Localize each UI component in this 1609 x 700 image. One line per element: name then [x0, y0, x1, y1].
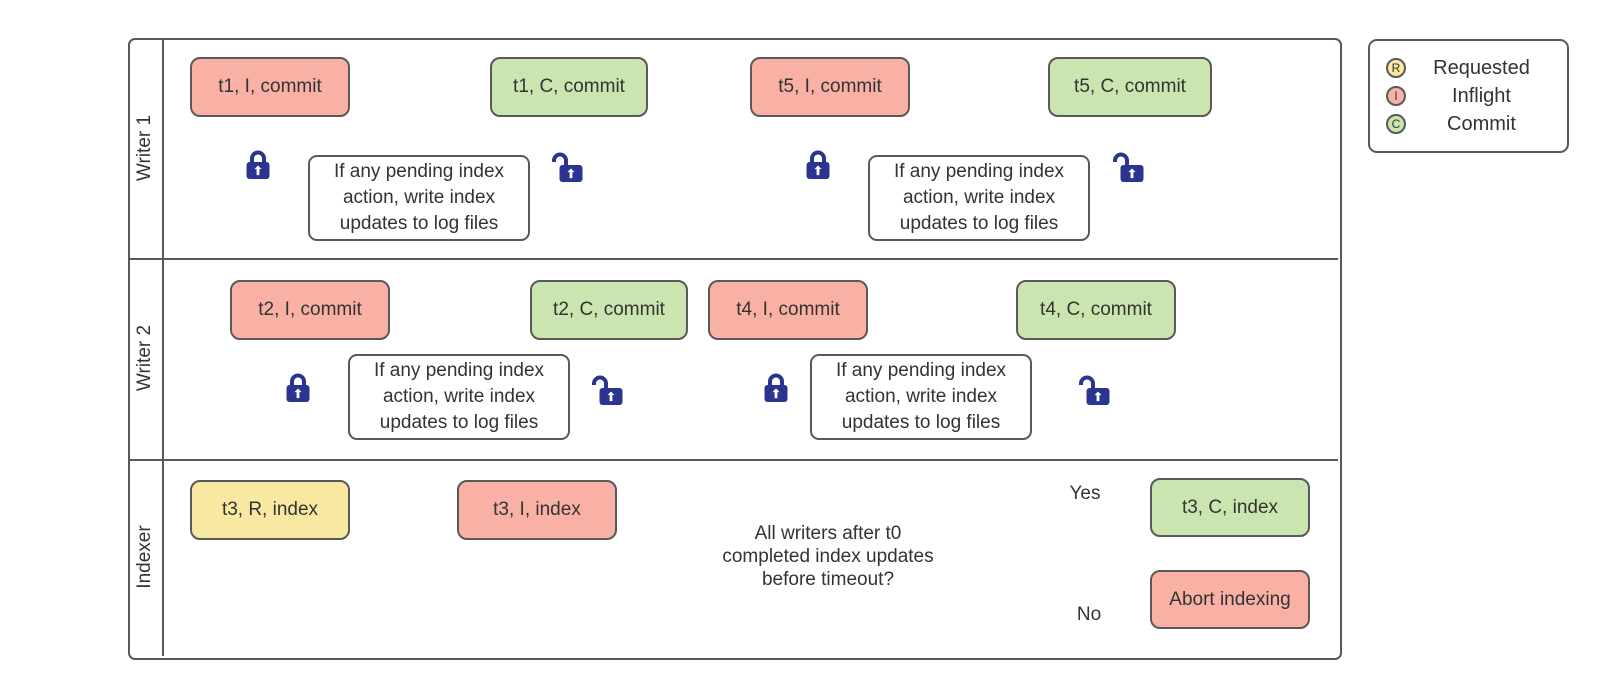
legend-label: Inflight — [1452, 84, 1511, 107]
swimlane-pool — [128, 38, 1342, 660]
decision-no-label: No — [1076, 604, 1102, 625]
legend-label: Requested — [1433, 56, 1530, 79]
legend-label: Commit — [1447, 112, 1516, 135]
lock-open-icon — [1108, 151, 1144, 189]
legend: R Requested I Inflight C Commit — [1368, 39, 1569, 153]
node-t3-requested: t3, R, index — [190, 480, 350, 540]
node-t1-commit: t1, C, commit — [490, 57, 648, 117]
decision-question: All writers after t0 completed index upd… — [722, 523, 934, 590]
process-note-writer1-b: If any pending index action, write index… — [868, 155, 1090, 241]
lane-separator-1 — [128, 258, 1338, 260]
legend-row-inflight: I Inflight — [1386, 84, 1557, 109]
commit-state-icon: C — [1386, 114, 1406, 134]
lane-header-divider — [162, 38, 164, 656]
lane-label-writer1: Writer 1 — [134, 114, 155, 182]
lock-closed-icon — [245, 148, 271, 186]
process-note-writer1-a: If any pending index action, write index… — [308, 155, 530, 241]
node-t4-inflight: t4, I, commit — [708, 280, 868, 340]
inflight-state-icon: I — [1386, 86, 1406, 106]
node-t5-inflight: t5, I, commit — [750, 57, 910, 117]
node-t4-commit: t4, C, commit — [1016, 280, 1176, 340]
node-t1-inflight: t1, I, commit — [190, 57, 350, 117]
node-t5-commit: t5, C, commit — [1048, 57, 1212, 117]
process-note-writer2-a: If any pending index action, write index… — [348, 354, 570, 440]
lock-closed-icon — [805, 148, 831, 186]
lane-label-indexer: Indexer — [134, 525, 155, 589]
node-abort-indexing: Abort indexing — [1150, 570, 1310, 629]
lock-open-icon — [547, 151, 583, 189]
requested-state-icon: R — [1386, 58, 1406, 78]
lock-closed-icon — [285, 371, 311, 409]
node-t3-commit: t3, C, index — [1150, 478, 1310, 537]
process-note-writer2-b: If any pending index action, write index… — [810, 354, 1032, 440]
lock-closed-icon — [763, 371, 789, 409]
node-t2-commit: t2, C, commit — [530, 280, 688, 340]
lock-open-icon — [1074, 374, 1110, 412]
lane-separator-2 — [128, 459, 1338, 461]
decision-yes-label: Yes — [1069, 483, 1101, 504]
lane-label-writer2: Writer 2 — [134, 324, 155, 392]
legend-row-commit: C Commit — [1386, 112, 1557, 137]
legend-row-requested: R Requested — [1386, 56, 1557, 81]
node-t3-inflight: t3, I, index — [457, 480, 617, 540]
node-t2-inflight: t2, I, commit — [230, 280, 390, 340]
lock-open-icon — [587, 374, 623, 412]
